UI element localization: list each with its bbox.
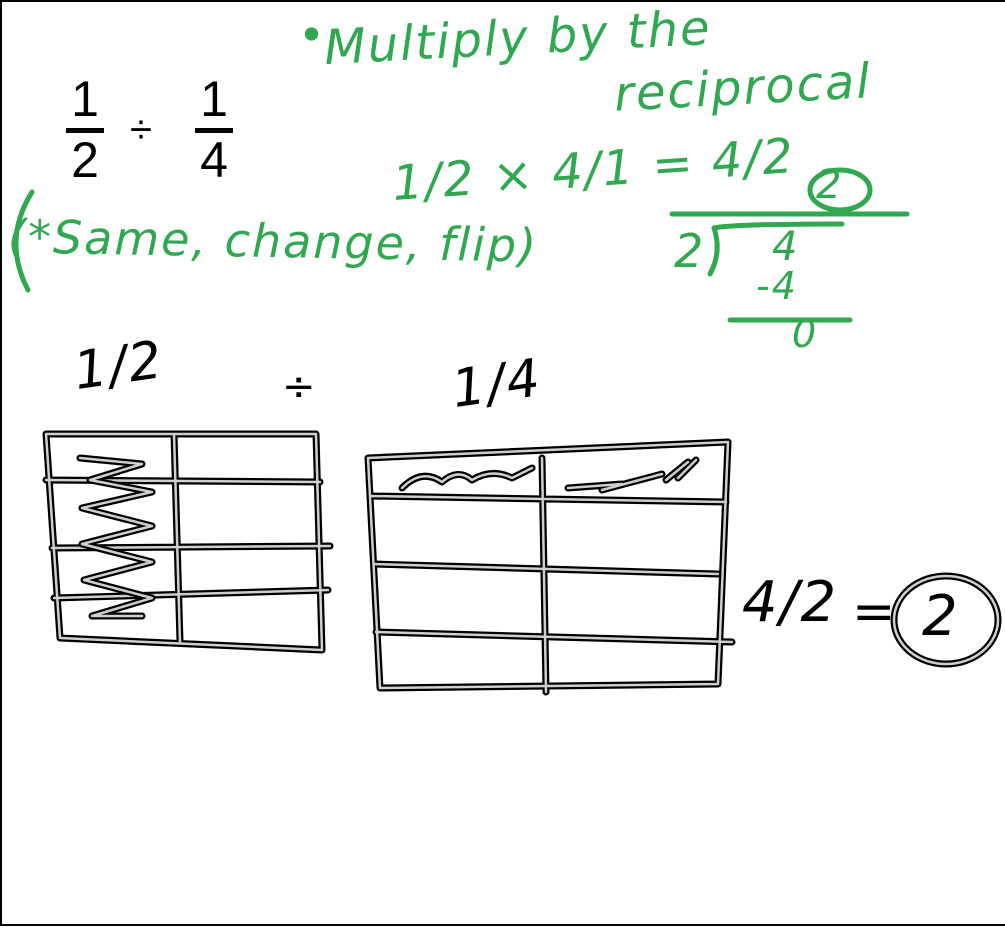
problem-left-denominator: 2 bbox=[71, 132, 99, 188]
problem-divide-sign: ÷ bbox=[130, 108, 152, 152]
division-divisor: 2 bbox=[674, 224, 706, 278]
problem-left-fraction: 1 2 bbox=[66, 74, 104, 185]
problem-right-numerator: 1 bbox=[200, 71, 228, 127]
answer-circle bbox=[807, 167, 873, 213]
note-open-paren bbox=[13, 189, 35, 293]
model-result-fraction: 4/2 bbox=[742, 570, 839, 635]
half-model-grid bbox=[42, 430, 334, 654]
division-dividend: 4 bbox=[772, 224, 800, 270]
problem-left-numerator: 1 bbox=[71, 71, 99, 127]
division-bracket bbox=[707, 221, 845, 277]
model-result-answer: 2 bbox=[922, 584, 960, 649]
division-subtract: -4 bbox=[756, 264, 798, 308]
model-divide-sign: ÷ bbox=[282, 364, 318, 410]
model-result-equals: = bbox=[852, 582, 898, 642]
quarter-model-grid bbox=[364, 438, 736, 696]
problem-right-fraction-bar bbox=[195, 128, 233, 133]
problem-right-denominator: 4 bbox=[200, 132, 228, 188]
problem-left-fraction-bar bbox=[66, 128, 104, 133]
problem-right-fraction: 1 4 bbox=[195, 74, 233, 185]
